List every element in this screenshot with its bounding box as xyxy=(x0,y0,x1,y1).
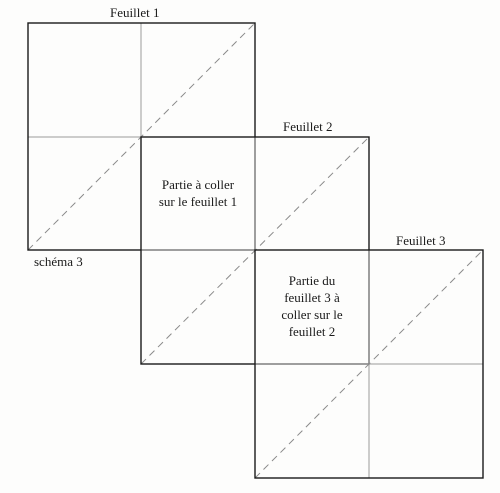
overlap-2-text: Partie du feuillet 3 à coller sur le feu… xyxy=(255,272,369,340)
overlap-1-text: Partie à coller sur le feuillet 1 xyxy=(141,176,255,210)
overlap-1-line-1: Partie à coller xyxy=(161,177,235,192)
overlap-1-line-2: sur le feuillet 1 xyxy=(158,194,238,209)
overlap-2-line-1: Partie du xyxy=(288,273,336,288)
overlap-2-line-2: feuillet 3 à xyxy=(284,290,340,305)
sheet-1-label: Feuillet 1 xyxy=(110,5,160,20)
schema-label: schéma 3 xyxy=(34,254,83,269)
sheet-2-label: Feuillet 2 xyxy=(283,119,333,134)
sheet-3-label: Feuillet 3 xyxy=(396,233,446,248)
overlap-2-line-3: coller sur le xyxy=(281,307,343,322)
sheet-3-outline xyxy=(254,249,484,479)
overlap-2-line-4: feuillet 2 xyxy=(288,324,336,339)
sheet-3 xyxy=(254,249,484,479)
sheet-3-diagonal xyxy=(254,249,484,479)
